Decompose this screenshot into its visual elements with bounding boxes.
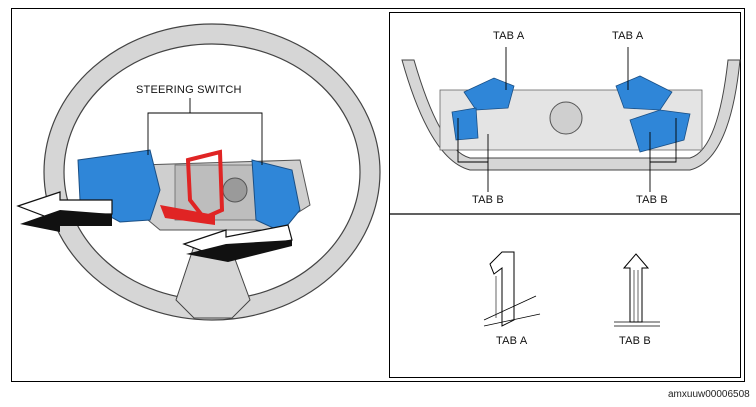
leader-tab-b-right [649,118,677,192]
leader-line-switch [147,112,263,165]
right-pull-arrow-shadow [186,240,292,262]
figure-code: amxuuw00006508 [668,389,750,400]
tab-b-left-label: TAB B [472,194,504,206]
tab-a-left-label: TAB A [493,30,525,42]
red-bracket [185,149,225,221]
left-pull-arrow-shadow [20,210,112,232]
leader-tab-b-left [457,118,489,192]
tab-b-detail-label: TAB B [619,335,651,347]
tab-b-right-label: TAB B [636,194,668,206]
steering-switch-label: STEERING SWITCH [136,84,242,96]
detail-right-switch-bottom [629,109,691,153]
tab-a-profile [489,251,515,327]
detail-left-switch-bottom [451,107,479,141]
right-steering-switch [251,159,301,233]
tab-a-right-label: TAB A [612,30,644,42]
red-bracket-lower [160,205,215,225]
tab-a-base-line-2 [483,313,541,327]
tab-a-base-line [483,295,537,321]
detail-right-switch-top [615,75,673,111]
detail-left-switch-top [463,77,515,111]
detail-panel [389,12,741,378]
detail-horn-boss [549,101,583,135]
tab-a-detail-label: TAB A [496,335,528,347]
tab-b-profile [622,253,650,323]
